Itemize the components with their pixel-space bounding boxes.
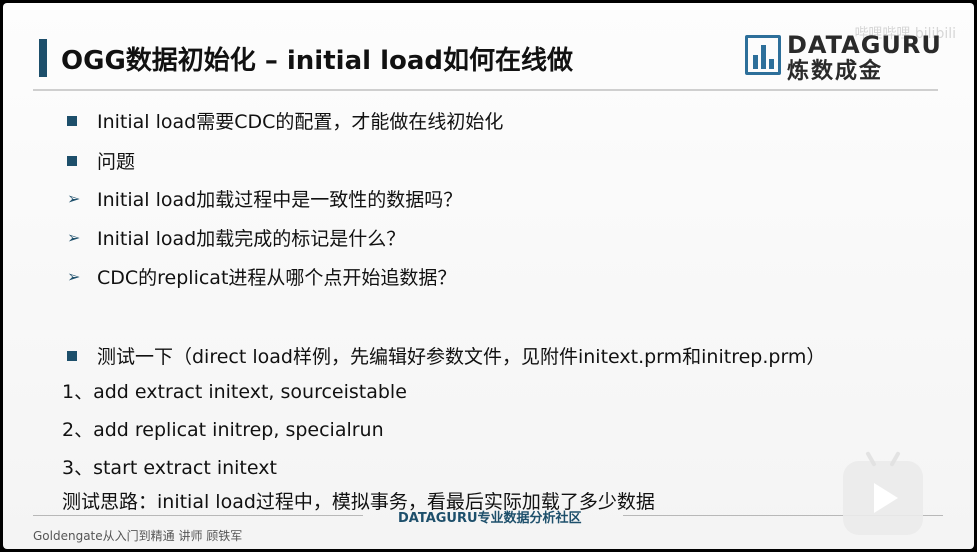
title-divider: [33, 89, 938, 91]
square-bullet-icon: [67, 115, 77, 126]
bullet-item: ➢ Initial load加载完成的标记是什么？: [67, 227, 406, 250]
arrow-bullet-icon: ➢: [67, 227, 81, 247]
logo-chart-icon: [745, 35, 781, 75]
test-approach-line: 测试思路：initial load过程中，模拟事务，看最后实际加载了多少数据: [62, 491, 655, 513]
arrow-bullet-icon: ➢: [67, 266, 81, 286]
square-bullet-icon: [67, 155, 77, 166]
step-line: 2、add replicat initrep, specialrun: [62, 419, 384, 441]
play-icon[interactable]: [843, 451, 923, 535]
bullet-item: ➢ Initial load加载过程中是一致性的数据吗？: [67, 188, 463, 211]
bullet-item: 测试一下（direct load样例，先编辑好参数文件，见附件initext.p…: [67, 342, 825, 369]
bilibili-watermark: 哔哩哔哩 bilibili: [854, 26, 956, 42]
slide-title: OGG数据初始化 – initial load如何在线做: [61, 46, 574, 76]
slide: OGG数据初始化 – initial load如何在线做 哔哩哔哩 bilibi…: [3, 3, 974, 549]
footer-course: Goldengate从入门到精通 讲师 顾铁军: [33, 529, 243, 543]
footer-divider: [33, 515, 363, 516]
dataguru-logo: DATAGURU 炼数成金: [745, 31, 941, 84]
step-line: 1、add extract initext, sourceistable: [62, 381, 407, 403]
bullet-item: ➢ CDC的replicat进程从哪个点开始追数据？: [67, 266, 457, 289]
arrow-bullet-icon: ➢: [67, 188, 81, 208]
square-bullet-icon: [67, 350, 77, 361]
bullet-item: Initial load需要CDC的配置，才能做在线初始化: [67, 107, 503, 134]
footer-brand: DATAGURU专业数据分析社区: [398, 511, 582, 526]
title-accent-bar: [39, 39, 47, 77]
logo-text-cn: 炼数成金: [787, 59, 884, 84]
logo-text-en: DATAGURU: [787, 31, 942, 59]
footer-divider: [623, 515, 943, 516]
bullet-item: 问题: [67, 147, 135, 174]
step-line: 3、start extract initext: [62, 457, 277, 479]
